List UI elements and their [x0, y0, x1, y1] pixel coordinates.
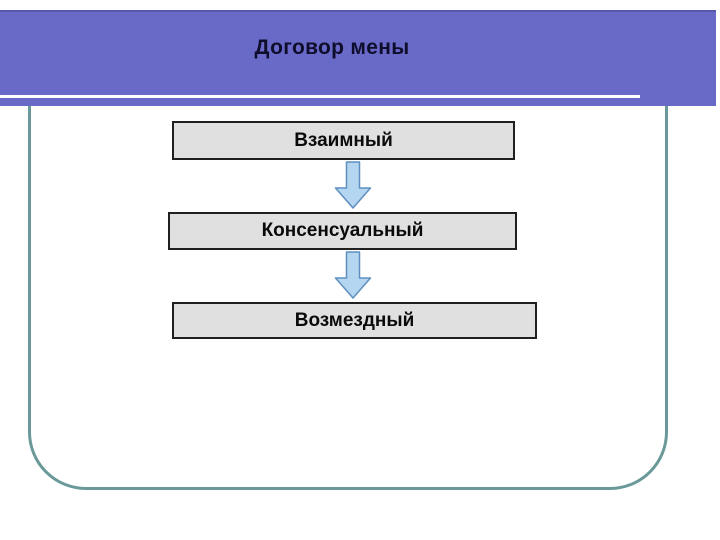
flow-node-label: Консенсуальный: [261, 220, 424, 241]
flow-node-vozmezdny: Возмездный: [172, 302, 537, 339]
flow-node-label: Возмездный: [294, 309, 415, 331]
title-bar-divider-line: [0, 95, 640, 98]
arrow-down-icon: [334, 161, 372, 209]
arrow-down-icon: [334, 251, 372, 299]
flow-node-vzaimny: Взаимный: [172, 121, 515, 160]
slide-title: Договор мены: [254, 36, 410, 59]
flow-node-label: Взаимный: [294, 129, 393, 151]
flow-node-konsensualny: Консенсуальный: [168, 212, 517, 250]
title-bar: Договор мены: [0, 10, 716, 106]
